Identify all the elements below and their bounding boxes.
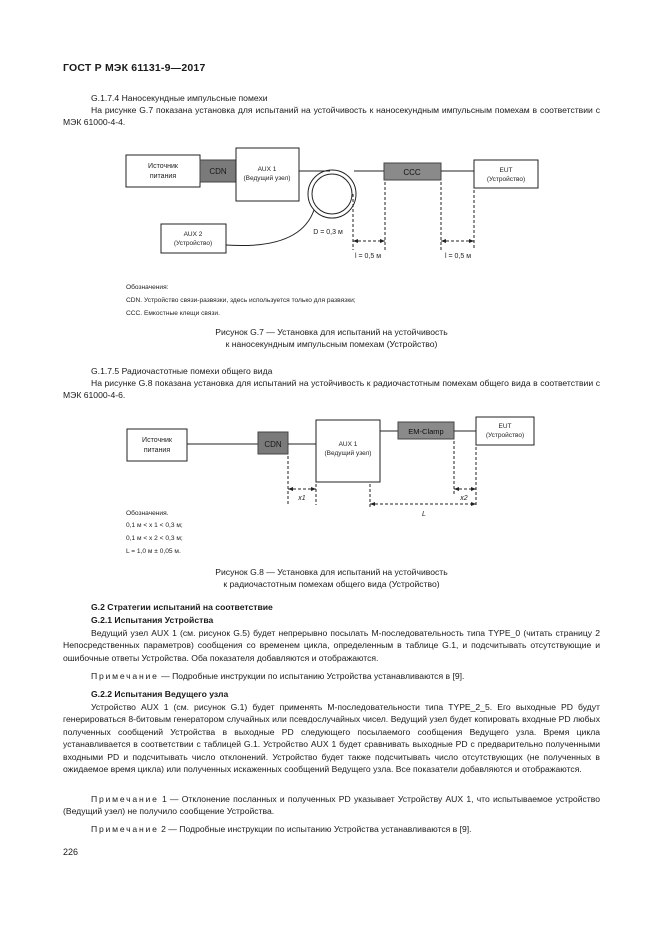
g8-aux1-label-1: AUX 1 [339,441,358,448]
g7-aux1-label-1: AUX 1 [258,166,277,173]
note-1-text: 1 — Отклонение посланных и полученных PD… [63,794,600,817]
g8-x2-dimension-label: x2 [459,495,468,502]
note-g21: Примечание — Подробные инструкции по исп… [63,670,600,682]
section-paragraph-g174: На рисунке G.7 показана установка для ис… [63,105,600,128]
note-2-text: 2 — Подробные инструкции по испытанию Ус… [158,824,472,834]
g8-legend-line-2: 0,1 м < x 2 < 0,3 м; [126,535,183,542]
figure-g7-caption-line-1: Рисунок G.7 — Установка для испытаний на… [215,327,448,337]
figure-g8-caption-line-2: к радиочастотным помехам общего вида (Ус… [223,579,440,589]
note-2-label: Примечание [91,824,159,834]
g7-legend-ccc: CCC. Емкостные клещи связи. [126,310,220,317]
g7-ccc-label: CCC [403,168,421,177]
section-heading-g175: G.1.7.5 Радиочастотные помехи общего вид… [91,366,273,376]
g7-power-source-label-1: Источник [148,163,179,170]
g8-aux1-label-2: (Ведущий узел) [325,449,372,457]
g7-eut-label-1: EUT [500,167,513,174]
g8-legend-line-1: 0,1 м < x 1 < 0,3 м; [126,522,183,529]
g8-l-dimension-label: L [422,511,426,518]
g7-aux2-label-2: (Устройство) [174,239,212,247]
section-heading-g22: G.2.2 Испытания Ведущего узла [91,689,229,699]
section-paragraph-g21: Ведущий узел AUX 1 (см. рисунок G.5) буд… [63,628,600,663]
g8-power-source-label-2: питания [144,447,170,454]
g8-emclamp-label: EM-Clamp [408,427,443,436]
figure-g7-diagram: Источник питания CDN AUX 1 (Ведущий узел… [125,147,539,260]
section-heading-g21: G.2.1 Испытания Устройства [91,615,214,625]
g7-l2-dimension-label: l = 0,5 м [445,253,471,260]
g7-aux2-label-1: AUX 2 [184,231,203,238]
g7-eut-label-2: (Устройство) [487,175,525,183]
g7-aux1-box [235,147,300,202]
page-number: 226 [63,847,79,857]
g7-aux1-label-2: (Ведущий узел) [244,174,291,182]
g7-d-dimension-label: D = 0,3 м [313,229,343,236]
section-heading-g2: G.2 Стратегии испытаний на соответствие [91,602,273,612]
g7-cable-coil-inner [311,173,353,215]
figure-g7-caption-line-2: к наносекундным импульсным помехам (Устр… [225,339,438,349]
g7-power-source-label-2: питания [150,173,176,180]
g7-cdn-label: CDN [209,167,227,176]
g7-l1-dimension-label: l = 0,5 м [355,253,381,260]
g8-legend-line-3: L = 1,0 м ± 0,05 м. [126,548,181,555]
g7-legend-title: Обозначения: [126,284,169,291]
note-2: Примечание 2 — Подробные инструкции по и… [63,823,600,835]
g7-legend-cdn: CDN. Устройство связи-развязки, здесь ис… [126,297,356,304]
g8-eut-label-1: EUT [499,423,512,430]
g8-power-source-label-1: Источник [142,437,173,444]
section-paragraph-g175: На рисунке G.8 показана установка для ис… [63,378,600,401]
g8-aux1-box [315,419,381,483]
g8-power-source-box [126,428,188,462]
figure-g8-caption-line-1: Рисунок G.8 — Установка для испытаний на… [215,567,448,577]
g7-aux2-box [160,223,227,254]
note-1-label: Примечание [91,794,159,804]
note-1: Примечание 1 — Отклонение посланных и по… [63,793,600,818]
g7-cable-coil-outer [307,169,357,219]
g8-eut-box [475,416,535,446]
note-g21-label: Примечание [91,671,159,681]
section-paragraph-g22: Устройство AUX 1 (см. рисунок G.1) будет… [63,702,600,775]
figure-g8-diagram: Источник питания CDN AUX 1 (Ведущий узел… [126,416,535,518]
g7-eut-box [473,159,539,189]
note-g21-text: — Подробные инструкции по испытанию Устр… [158,671,465,681]
g8-eut-label-2: (Устройство) [486,431,524,439]
standard-header: ГОСТ Р МЭК 61131-9—2017 [63,62,206,74]
section-heading-g174: G.1.7.4 Наносекундные импульсные помехи [91,93,268,103]
g8-cdn-box [257,431,289,455]
g8-cdn-label: CDN [264,440,282,449]
g8-x1-dimension-label: x1 [297,495,306,502]
g8-legend-title: Обозначения. [126,510,169,517]
g7-power-source-box [125,154,201,188]
